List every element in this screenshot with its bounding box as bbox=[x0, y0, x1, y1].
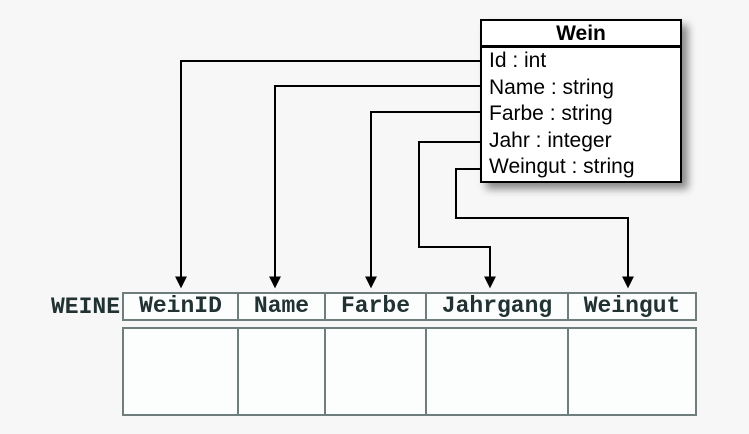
table-body-row bbox=[122, 327, 697, 416]
table-body-cell bbox=[567, 329, 695, 414]
table-body-cell bbox=[324, 329, 425, 414]
table-header-cell-weinid: WeinID bbox=[139, 294, 222, 319]
connector-jahr-to-jahrgang bbox=[418, 141, 496, 289]
connector-name-to-name bbox=[269, 85, 480, 289]
table-body-cell bbox=[237, 329, 324, 414]
class-box-title: Wein bbox=[482, 21, 680, 48]
table-body-cell bbox=[425, 329, 567, 414]
class-attribute-id: Id : int bbox=[489, 49, 547, 72]
table-header-cell-jahrgang: Jahrgang bbox=[425, 294, 567, 319]
connector-weingut-to-weingut bbox=[455, 168, 634, 289]
connector-id-to-weinid bbox=[175, 60, 480, 289]
class-attribute-weingut: Weingut : string bbox=[489, 155, 635, 179]
class-attribute-jahr: Jahr : integer bbox=[489, 128, 612, 152]
table-header-cell-farbe: Farbe bbox=[324, 294, 425, 319]
table-header-cell-name: Name bbox=[237, 294, 324, 319]
table-header-cell-weingut: Weingut bbox=[567, 294, 695, 319]
class-attribute-farbe: Farbe : string bbox=[489, 102, 613, 126]
relation-label: WEINE bbox=[50, 294, 120, 320]
table-body-cell bbox=[124, 329, 237, 414]
class-attribute-name: Name : string bbox=[489, 75, 614, 99]
connector-farbe-to-farbe bbox=[365, 111, 480, 289]
